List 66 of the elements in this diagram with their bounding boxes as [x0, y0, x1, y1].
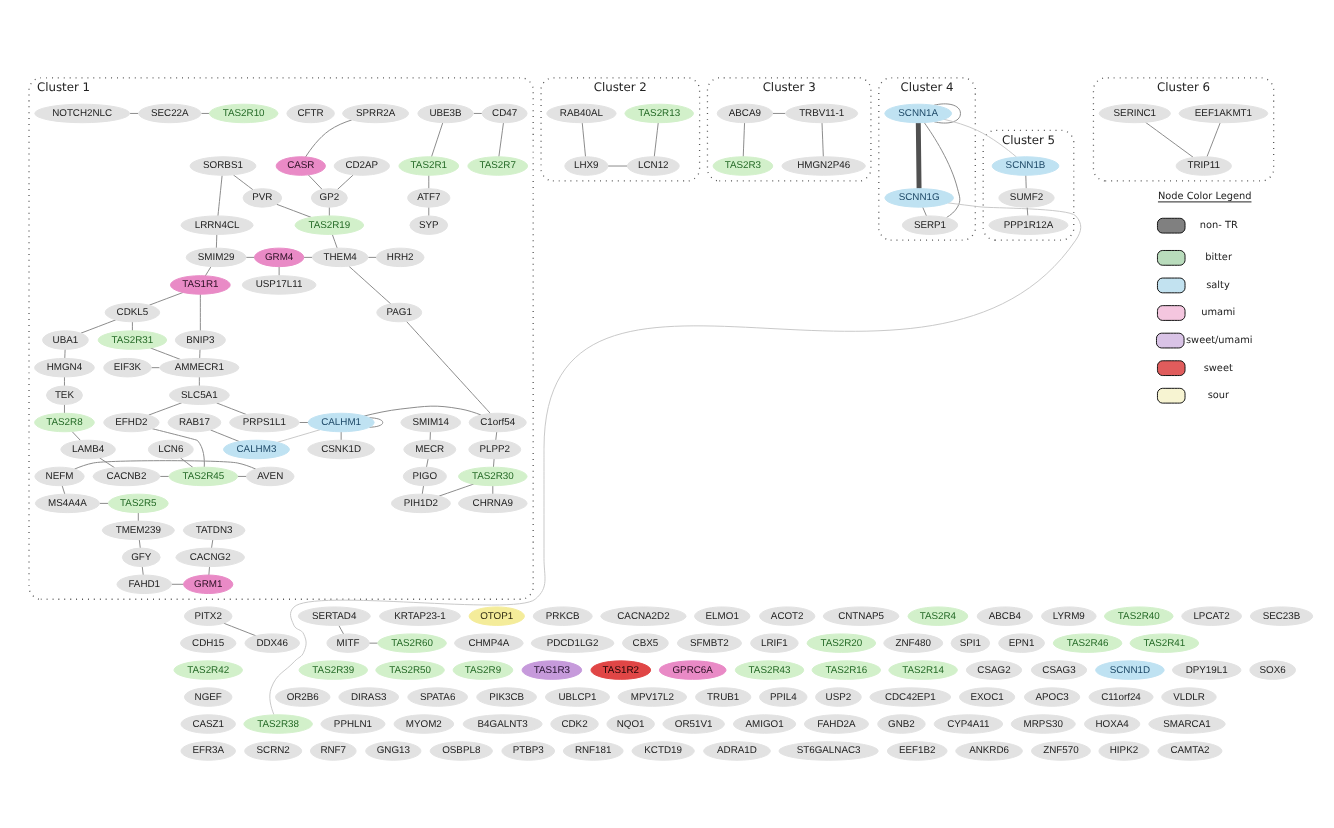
connector	[209, 428, 240, 442]
connector	[473, 111, 483, 113]
connector	[64, 347, 66, 358]
connector	[943, 117, 1018, 157]
connector	[933, 102, 961, 123]
connector	[336, 173, 354, 190]
connector	[1025, 173, 1027, 189]
connector	[129, 111, 139, 113]
connector	[431, 121, 444, 157]
connector	[204, 264, 212, 276]
connector	[215, 232, 218, 248]
connector	[821, 121, 824, 157]
connector	[223, 621, 257, 636]
connector	[151, 427, 205, 467]
connector	[138, 538, 141, 548]
connector	[421, 484, 425, 494]
connector	[438, 482, 475, 496]
connector	[80, 318, 117, 333]
connector	[232, 173, 254, 190]
connector	[331, 232, 338, 248]
connector	[363, 404, 482, 416]
connector	[742, 121, 746, 157]
connector	[772, 111, 786, 113]
connector	[307, 173, 323, 189]
connector	[405, 319, 491, 413]
connector	[348, 264, 392, 304]
connector	[199, 292, 201, 331]
connector	[340, 430, 342, 440]
connector	[428, 173, 430, 189]
connector	[607, 164, 628, 166]
connector	[148, 290, 184, 305]
connector	[179, 456, 194, 468]
connector	[61, 484, 66, 494]
connector	[653, 121, 659, 157]
connector	[1144, 120, 1194, 157]
connector	[367, 255, 378, 257]
connector	[915, 121, 922, 188]
connector	[922, 205, 928, 216]
connector	[1206, 121, 1221, 157]
connector	[498, 121, 504, 157]
connector	[338, 623, 345, 634]
connector	[148, 401, 183, 415]
connector	[217, 173, 223, 216]
connector	[276, 202, 312, 217]
connector	[368, 416, 384, 427]
connector	[495, 430, 498, 440]
connector	[426, 457, 429, 467]
connector	[303, 255, 313, 257]
connector	[211, 538, 214, 548]
connector	[215, 401, 248, 415]
connector	[73, 459, 257, 469]
connector	[171, 582, 185, 584]
connector	[429, 430, 431, 440]
connector	[368, 641, 379, 643]
connector	[71, 429, 82, 441]
connector	[149, 346, 182, 360]
connector	[208, 565, 211, 575]
connector	[141, 565, 144, 575]
connector	[276, 428, 321, 442]
connector	[199, 347, 201, 358]
connector	[492, 457, 495, 467]
connector	[278, 264, 280, 276]
connector	[923, 121, 961, 218]
connector	[305, 118, 353, 157]
connector	[581, 121, 587, 157]
connector	[98, 456, 116, 468]
